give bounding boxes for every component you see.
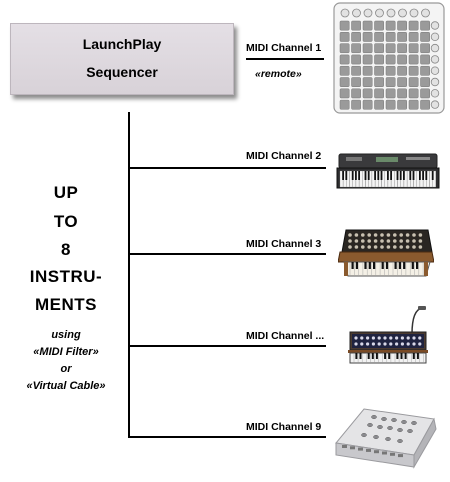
- channel-etc-line: [128, 345, 326, 347]
- side-text-ments: MENTS: [35, 295, 97, 314]
- side-text-to: TO: [53, 212, 79, 231]
- channel-1-remote: «remote»: [255, 68, 302, 80]
- side-text-using: using: [51, 329, 81, 341]
- channel-3-label: MIDI Channel 3: [246, 238, 322, 250]
- channel-1-label: MIDI Channel 1: [246, 42, 322, 54]
- channel-2-label: MIDI Channel 2: [246, 150, 322, 162]
- sequencer-subtitle: Sequencer: [86, 64, 158, 80]
- side-text-midi-filter: «MIDI Filter»: [33, 346, 99, 358]
- channel-9-label: MIDI Channel 9: [246, 421, 322, 433]
- drum-machine-image: [335, 408, 437, 469]
- channel-etc-label: MIDI Channel ...: [246, 330, 325, 342]
- trunk-line: [128, 112, 130, 438]
- launchpad-controller-image: [333, 2, 445, 114]
- channel-9-line: [128, 436, 326, 438]
- channel-3-line: [128, 253, 326, 255]
- channel-2-line: [128, 167, 326, 169]
- analog-synth-image: [348, 306, 428, 364]
- sequencer-title: LaunchPlay: [82, 36, 162, 52]
- channel-1-line: [246, 58, 324, 60]
- synth-keyboard-image: [336, 153, 440, 189]
- side-text-eight: 8: [61, 240, 71, 259]
- modular-synth-image: [338, 229, 434, 277]
- side-text-virtual-cable: «Virtual Cable»: [26, 380, 106, 392]
- side-text-instru: INSTRU-: [29, 267, 103, 286]
- sequencer-box: LaunchPlay Sequencer: [10, 23, 234, 95]
- side-text-up: UP: [53, 183, 79, 202]
- side-text-or: or: [60, 363, 72, 375]
